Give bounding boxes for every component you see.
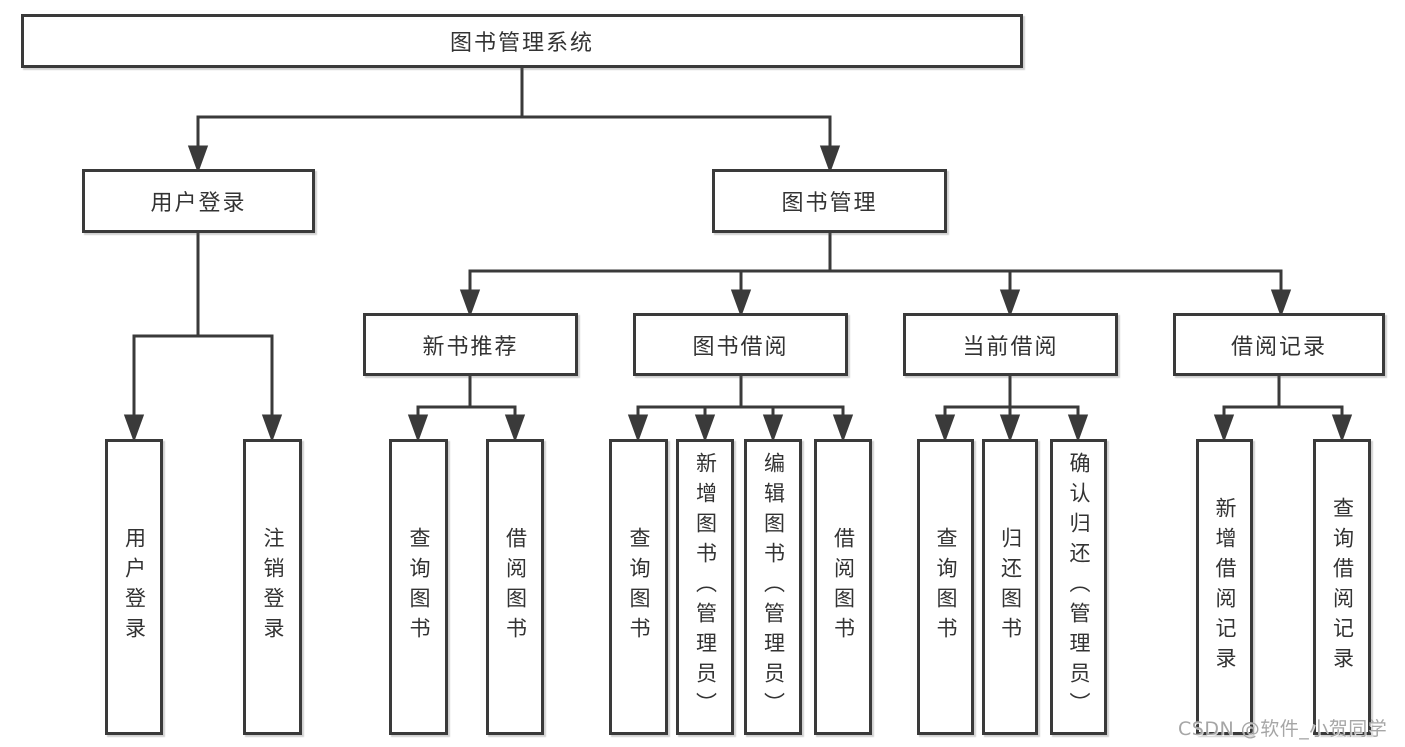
- node-book-management-label: 图书管理: [781, 191, 878, 216]
- node-query-book-1-label: 查询图书: [407, 527, 431, 647]
- node-current-borrow: 当前借阅: [903, 313, 1118, 376]
- node-logout-label: 注销登录: [261, 527, 285, 647]
- node-add-book-admin-label: 新增图书（管理员）: [693, 452, 718, 722]
- watermark: CSDN @软件_小贺同学: [1178, 718, 1388, 740]
- node-add-borrow-record: 新增借阅记录: [1196, 439, 1253, 735]
- node-query-book-2-label: 查询图书: [627, 527, 651, 647]
- arrowhead: [1270, 289, 1292, 318]
- node-current-borrow-label: 当前借阅: [962, 334, 1059, 360]
- node-query-book-3-label: 查询图书: [934, 527, 958, 647]
- arrowhead: [694, 414, 716, 443]
- node-login-label: 用户登录: [122, 527, 147, 647]
- arrowhead: [762, 414, 784, 443]
- arrowhead: [730, 289, 752, 318]
- node-confirm-return-admin-label: 确认归还（管理员）: [1067, 452, 1091, 722]
- node-book-borrow-label: 图书借阅: [692, 334, 789, 360]
- arrowhead: [123, 414, 145, 443]
- arrowhead: [934, 414, 956, 443]
- node-borrow-book-1: 借阅图书: [486, 439, 544, 735]
- node-book-management: 图书管理: [712, 169, 947, 233]
- node-query-borrow-record: 查询借阅记录: [1313, 439, 1371, 735]
- node-add-book-admin: 新增图书（管理员）: [676, 439, 734, 735]
- arrowhead: [999, 289, 1021, 318]
- node-borrow-records-label: 借阅记录: [1230, 334, 1327, 360]
- node-user-login: 用户登录: [82, 169, 315, 233]
- arrowhead: [261, 414, 283, 443]
- node-query-book-3: 查询图书: [917, 439, 974, 735]
- arrowhead: [832, 414, 854, 443]
- arrowhead: [819, 145, 841, 174]
- node-root-label: 图书管理系统: [449, 31, 594, 56]
- node-edit-book-admin-label: 编辑图书（管理员）: [761, 452, 786, 722]
- node-borrow-records: 借阅记录: [1173, 313, 1385, 376]
- arrowhead: [407, 414, 429, 443]
- node-return-book: 归还图书: [982, 439, 1038, 735]
- node-borrow-book-2: 借阅图书: [814, 439, 872, 735]
- arrowhead: [504, 414, 526, 443]
- node-logout: 注销登录: [243, 439, 302, 735]
- node-login: 用户登录: [105, 439, 163, 735]
- arrowhead: [1067, 414, 1089, 443]
- node-new-book-recommend-label: 新书推荐: [422, 334, 519, 360]
- node-borrow-book-2-label: 借阅图书: [831, 527, 856, 647]
- arrowhead: [627, 414, 649, 443]
- node-user-login-label: 用户登录: [150, 191, 247, 216]
- arrowhead: [1213, 414, 1235, 443]
- node-confirm-return-admin: 确认归还（管理员）: [1050, 439, 1107, 735]
- arrowhead: [187, 145, 209, 174]
- node-edit-book-admin: 编辑图书（管理员）: [744, 439, 802, 735]
- arrowhead: [999, 414, 1021, 443]
- node-query-book-2: 查询图书: [609, 439, 668, 735]
- node-query-book-1: 查询图书: [389, 439, 448, 735]
- node-return-book-label: 归还图书: [998, 527, 1023, 647]
- node-new-book-recommend: 新书推荐: [363, 313, 578, 376]
- arrowhead: [1331, 414, 1353, 443]
- node-add-borrow-record-label: 新增借阅记录: [1213, 497, 1237, 677]
- arrowhead: [459, 289, 481, 318]
- node-query-borrow-record-label: 查询借阅记录: [1330, 497, 1355, 677]
- node-book-borrow: 图书借阅: [633, 313, 848, 376]
- node-root: 图书管理系统: [21, 14, 1023, 68]
- node-borrow-book-1-label: 借阅图书: [503, 527, 528, 647]
